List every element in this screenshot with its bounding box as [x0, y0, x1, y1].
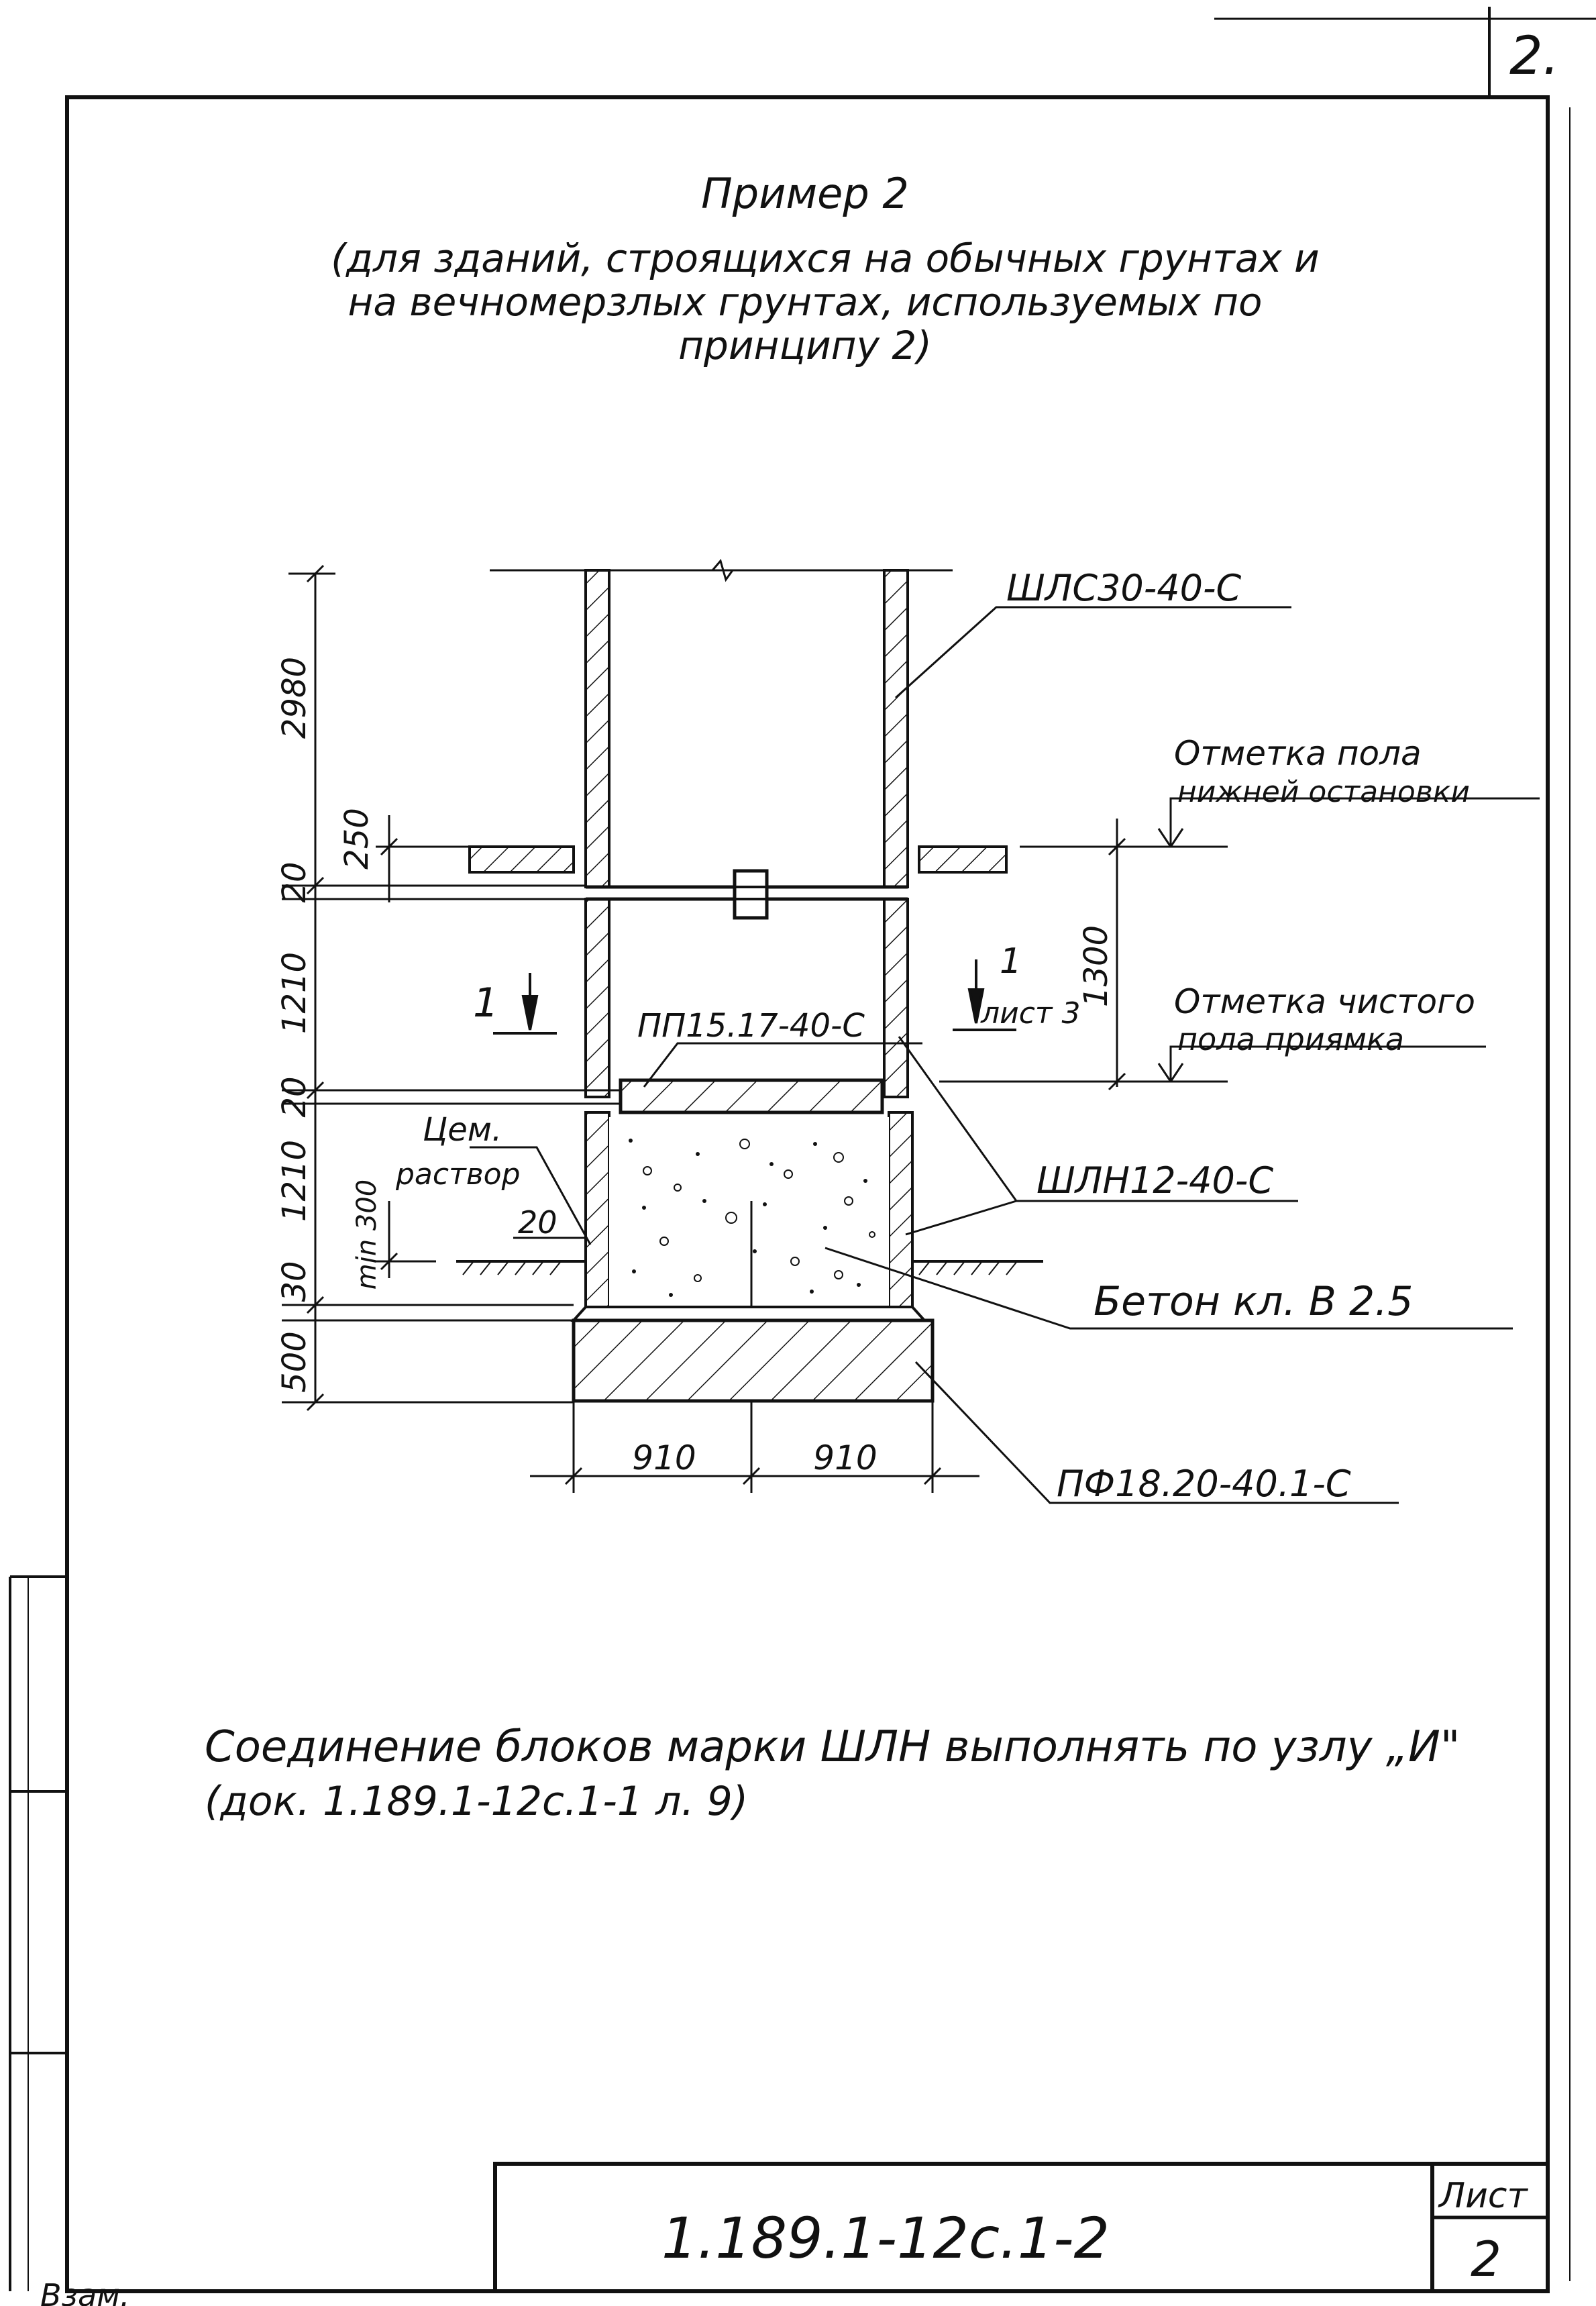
left-dimension-values: 2980 250 20 1210 20 1210 min 300 30 500 [276, 657, 382, 1393]
note-line-1: Соединение блоков марки ШЛН выполнять по… [205, 1722, 1460, 1772]
dim-910-left: 910 [632, 1438, 696, 1477]
leader-pit-floor [1169, 1045, 1486, 1082]
leader-pit-block-2 [905, 1200, 1017, 1236]
left-dimension-chain [282, 564, 621, 1412]
right-dimension [939, 819, 1228, 1091]
label-concrete: Бетон кл. В 2.5 [1094, 1278, 1413, 1325]
heading-title: Пример 2 [701, 169, 909, 218]
pit-floor-slab [619, 1078, 884, 1114]
dim-min-300: min 300 [352, 1180, 382, 1290]
dim-500: 500 [276, 1331, 313, 1393]
bottom-fragment: Взам. [40, 2277, 130, 2306]
concrete-dots [629, 1139, 867, 1297]
heading-line-2: на вечномерзлых грунтах, используемых по [348, 279, 1262, 325]
dim-1300: 1300 [1077, 925, 1115, 1007]
upper-wall-left [584, 569, 610, 888]
leader-foundation [914, 1361, 1399, 1504]
title-block [493, 2162, 1550, 2293]
label-foundation: ПФ18.20-40.1-С [1057, 1463, 1351, 1505]
dim-2980: 2980 [276, 657, 313, 739]
foundation-block [572, 1318, 935, 1403]
section-sheet-2: лист 3 [980, 996, 1081, 1031]
dim-30: 30 [276, 1261, 313, 1302]
label-pit-block: ШЛН12-40-С [1036, 1159, 1273, 1202]
leader-mortar [470, 1146, 592, 1245]
corner-sheet-fragment: 2. [1509, 26, 1559, 87]
dim-20-gap: 20 [518, 1204, 557, 1241]
heading-line-3: принципу 2) [678, 323, 932, 368]
labels: ШЛС30-40-С Отметка пола нижней остановки… [395, 567, 1475, 1505]
ground-hatch [462, 1261, 1018, 1275]
dim-910-right: 910 [813, 1438, 877, 1477]
title-block-designation: 1.189.1-12с.1-2 [661, 2205, 1110, 2271]
label-pit-floor-2: пола приямка [1177, 1021, 1404, 1057]
dim-1210-lower: 1210 [276, 1140, 313, 1222]
leader-concrete [824, 1247, 1513, 1330]
label-floor-stop-2: нижней остановки [1177, 775, 1470, 809]
title-block-sheet-label: Лист [1438, 2176, 1528, 2216]
concrete-aggregate [643, 1139, 875, 1282]
mortar-bed [570, 1306, 928, 1322]
section-sheet-1: 1 [1000, 941, 1022, 982]
lower-wall-left [584, 1111, 610, 1308]
note-line-2: (док. 1.189.1-12с.1-1 л. 9) [205, 1778, 748, 1825]
label-floor-stop-1: Отметка пола [1174, 734, 1422, 773]
label-mortar-2: раствор [395, 1157, 521, 1192]
leader-lines [470, 606, 1540, 1504]
joint-fixture [733, 869, 769, 920]
section-mark-left: 1 [473, 980, 498, 1027]
heading: Пример 2 (для зданий, строящихся на обыч… [331, 169, 1320, 368]
dim-250: 250 [338, 808, 376, 870]
dim-1210-upper: 1210 [276, 952, 313, 1034]
middle-wall-left [584, 898, 610, 1098]
lower-wall-right [888, 1111, 914, 1308]
leader-slab [643, 1042, 922, 1088]
bottom-dimension-chain [530, 1402, 979, 1493]
break-mark [711, 558, 734, 582]
label-shaft-block: ШЛС30-40-С [1006, 567, 1241, 609]
dim-20-lower: 20 [276, 1076, 313, 1117]
section-cut-left [493, 973, 557, 1035]
leader-arrowheads [1157, 828, 1184, 1082]
heading-line-1: (для зданий, строящихся на обычных грунт… [331, 235, 1320, 281]
label-mortar-1: Цем. [423, 1111, 502, 1149]
label-pit-floor-1: Отметка чистого [1174, 982, 1475, 1021]
dim-20-upper: 20 [276, 861, 313, 902]
label-slab: ПП15.17-40-С [637, 1007, 865, 1045]
upper-wall-right [883, 569, 909, 888]
floor-slab-left [468, 845, 575, 874]
title-block-sheet-number: 2 [1471, 2231, 1501, 2287]
floor-slab-right [918, 845, 1008, 874]
middle-wall-right [883, 898, 909, 1098]
leader-floor-stop [1169, 797, 1540, 845]
note: Соединение блоков марки ШЛН выполнять по… [205, 1722, 1460, 1825]
section-drawing [456, 558, 1043, 1403]
leader-shaft-block [894, 606, 1291, 699]
section-cut-right [953, 959, 1016, 1031]
